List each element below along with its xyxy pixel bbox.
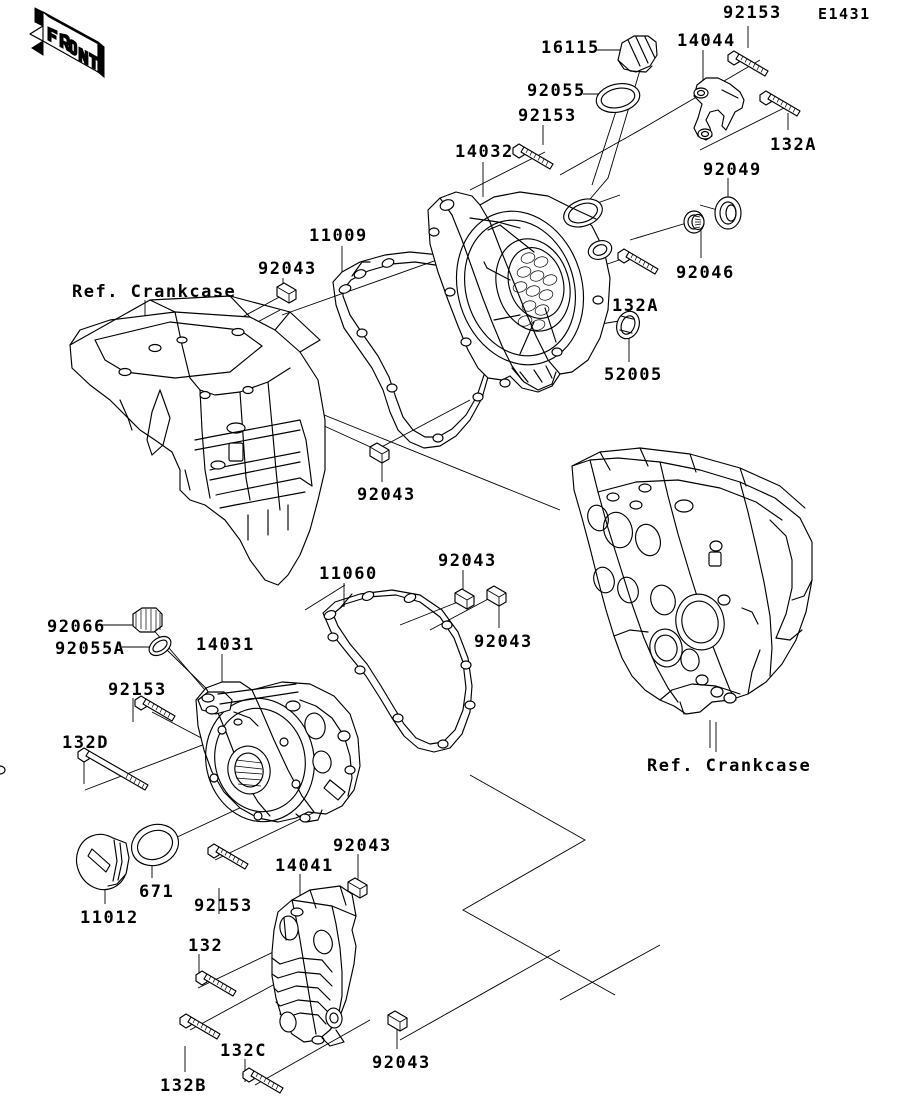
- label-671: 671: [139, 882, 175, 902]
- chain-cover-14041: [271, 885, 357, 1047]
- front-arrow-icon: [29, 7, 105, 79]
- label-92153-top: 92153: [723, 3, 782, 23]
- label-132A-mid: 132A: [612, 296, 659, 316]
- bolt-132: [195, 970, 237, 997]
- label-92153-d: 92153: [194, 896, 253, 916]
- oil-seal-92049: [714, 196, 742, 230]
- label-92055A: 92055A: [55, 639, 126, 659]
- label-92043-a: 92043: [258, 259, 317, 279]
- label-92043-e: 92043: [333, 836, 392, 856]
- label-92153-c: 92153: [108, 680, 167, 700]
- o-ring-92055: [595, 82, 641, 114]
- label-ref-crankcase-right: Ref. Crankcase: [647, 756, 812, 776]
- dowel-92043-f: [387, 1010, 408, 1032]
- label-14044: 14044: [677, 31, 736, 51]
- plug-92066: [132, 607, 163, 633]
- clutch-cover-14032: [427, 191, 613, 393]
- label-132: 132: [188, 936, 224, 956]
- guide-bracket-14044: [693, 77, 745, 141]
- gauge-seal-52005: [616, 310, 640, 340]
- bolt-132A-mid: [617, 248, 659, 275]
- bolt-132B: [179, 1013, 221, 1040]
- left-crankcase-reference: [69, 295, 326, 586]
- label-11012: 11012: [80, 908, 139, 928]
- label-11060: 11060: [319, 564, 378, 584]
- label-16115: 16115: [541, 38, 600, 58]
- label-92049: 92049: [703, 160, 762, 180]
- label-52005: 52005: [604, 365, 663, 385]
- oil-filler-cap-16115: [617, 35, 658, 73]
- label-92055: 92055: [527, 81, 586, 101]
- bolt-92153-d: [207, 843, 249, 870]
- label-92043-c: 92043: [438, 551, 497, 571]
- label-92043-b: 92043: [357, 485, 416, 505]
- dowel-92043-b: [369, 442, 390, 464]
- right-crankcase-reference: [571, 447, 813, 715]
- cap-11012: [75, 833, 130, 891]
- label-132B: 132B: [160, 1076, 207, 1096]
- label-92066: 92066: [47, 617, 106, 637]
- label-11009: 11009: [309, 226, 368, 246]
- dowel-92043-d: [486, 585, 507, 607]
- label-92153-b: 92153: [518, 106, 577, 126]
- label-132C: 132C: [220, 1041, 267, 1061]
- label-92043-d: 92043: [474, 632, 533, 652]
- label-14031: 14031: [196, 635, 255, 655]
- o-ring-671: [130, 823, 180, 867]
- label-92043-f: 92043: [372, 1053, 431, 1073]
- bearing-92046: [683, 210, 705, 234]
- label-14041: 14041: [275, 856, 334, 876]
- bolt-132C: [242, 1067, 284, 1094]
- dowel-92043-c: [454, 588, 475, 610]
- magneto-cover-14031: [0, 681, 361, 823]
- gasket-11060: [322, 589, 476, 753]
- label-92046: 92046: [676, 263, 735, 283]
- bolt-92153-top: [727, 50, 769, 77]
- o-ring-92055A: [148, 635, 172, 657]
- diagram-code: E1431: [818, 5, 871, 23]
- label-132A-top: 132A: [770, 135, 817, 155]
- label-132D: 132D: [62, 733, 109, 753]
- label-14032: 14032: [455, 142, 514, 162]
- bolt-132A-top: [759, 90, 801, 117]
- dowel-92043-a: [276, 282, 297, 304]
- bolt-132D: [77, 747, 149, 791]
- label-ref-crankcase-left: Ref. Crankcase: [72, 282, 237, 302]
